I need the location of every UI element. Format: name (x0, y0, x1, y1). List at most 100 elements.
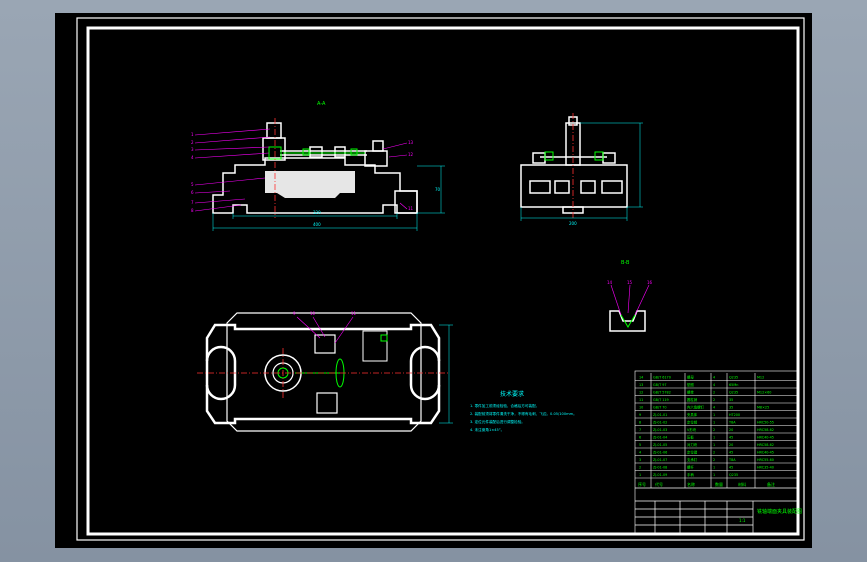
title-block (635, 487, 798, 534)
bom-cell-note: HRC55-60 (757, 458, 774, 462)
bom-cell-note: HRC58-62 (757, 428, 774, 432)
bom-seq: 1 (639, 473, 641, 477)
bom-cell-name: 支承钉 (687, 457, 698, 462)
svg-text:2: 2 (191, 140, 194, 145)
svg-text:6: 6 (191, 190, 194, 195)
svg-text:序号: 序号 (638, 481, 646, 487)
bom-cell-mat: 35 (729, 406, 733, 410)
side-view-dimensions (520, 122, 643, 221)
bom-cell-name: 对刀块 (687, 442, 698, 447)
bom-cell-code: ZJ-01-09 (653, 473, 667, 477)
svg-text:8: 8 (191, 208, 194, 213)
bom-cell-qty: 1 (713, 413, 715, 417)
bom-cell-mat: Q235 (729, 376, 738, 380)
bom-seq: 12 (639, 391, 643, 395)
bom-seq: 7 (639, 428, 641, 432)
tech-req-line: 3. 定位元件装配后进行调整检验。 (470, 419, 525, 424)
bom-cell-qty: 4 (713, 383, 715, 387)
bom-cell-note: HRC50-55 (757, 421, 774, 425)
bom-seq: 4 (639, 451, 641, 455)
bom-cell-name: 螺栓 (687, 390, 694, 395)
bom-cell-note: HRC40-45 (757, 451, 774, 455)
bom-cell-qty: 1 (713, 436, 715, 440)
svg-text:5: 5 (191, 182, 194, 187)
top-view-centerlines (197, 348, 450, 398)
bom-cell-mat: 35 (729, 398, 733, 402)
tech-req-line: 4. 未注倒角1×45°。 (470, 427, 504, 432)
detail-b-leaders (610, 284, 650, 316)
bom-cell-code: ZJ-01-04 (653, 436, 667, 440)
bom-cell-name: 螺母 (687, 375, 694, 380)
bom-cell-code: GB/T 6170 (653, 376, 671, 380)
bom-cell-qty: 4 (713, 376, 715, 380)
svg-text:14: 14 (607, 280, 613, 285)
bom-cell-code: GB/T 119 (653, 398, 669, 402)
bom-seq: 8 (639, 421, 641, 425)
bom-cell-name: 夹具体 (687, 412, 698, 417)
bom-cell-qty: 2 (713, 428, 715, 432)
bom-cell-code: ZJ-01-02 (653, 421, 667, 425)
bom-cell-mat: 65Mn (729, 383, 738, 387)
dim-width-side: 200 (569, 221, 577, 226)
bom-cell-qty: 1 (713, 473, 715, 477)
bom-cell-note: HRC40-45 (757, 436, 774, 440)
svg-text:16: 16 (647, 280, 653, 285)
cad-viewport[interactable]: A-A (55, 13, 812, 548)
side-view (520, 116, 628, 214)
bom-cell-note: M12 (757, 376, 764, 380)
bom-cell-qty: 1 (713, 466, 715, 470)
front-view-leaders (194, 128, 408, 212)
bom-cell-code: GB/T 97 (653, 383, 667, 387)
svg-text:1: 1 (191, 132, 194, 137)
bom-cell-code: ZJ-01-08 (653, 466, 667, 470)
bom-cell-code: GB/T 70 (653, 406, 667, 410)
svg-text:11: 11 (408, 206, 414, 211)
bom-seq: 13 (639, 383, 643, 387)
bom-cell-mat: 45 (729, 451, 733, 455)
tech-req-line: 1. 零件加工前须经检验，合格后方可装配。 (470, 403, 539, 408)
bom-seq: 10 (639, 406, 643, 410)
inner-frame (86, 26, 800, 536)
view-label-a: A-A (317, 101, 326, 107)
dim-height-right: 70 (435, 187, 441, 192)
svg-text:7: 7 (191, 200, 194, 205)
technical-requirements: 技术要求 1. 零件加工前须经检验，合格后方可装配。 2. 装配前须将零件清洗干… (470, 390, 577, 432)
tech-req-title: 技术要求 (500, 390, 524, 398)
bom-cell-mat: Q235 (729, 473, 738, 477)
bom-cell-mat: Q235 (729, 391, 738, 395)
tech-req-line: 2. 装配前须将零件清洗干净，不得有毛刺、飞边。0.05/100mm。 (470, 411, 577, 416)
bom-cell-name: V形块 (687, 427, 697, 432)
svg-text:10: 10 (310, 311, 316, 316)
bom-cell-name: 压板 (687, 435, 694, 440)
svg-text:4: 4 (191, 155, 194, 160)
bom-seq: 11 (639, 398, 643, 402)
bom-cell-note: M8×25 (757, 406, 769, 410)
svg-text:3: 3 (191, 147, 194, 152)
view-label-b: B-B (621, 260, 630, 266)
bom-cell-qty: 4 (713, 406, 715, 410)
drawing-scale: 1:1 (739, 518, 746, 523)
bom-cell-mat: T8A (728, 458, 736, 462)
bom-cell-mat: 45 (729, 436, 733, 440)
bom-cell-mat: 20 (729, 428, 733, 432)
svg-text:12: 12 (408, 152, 414, 157)
bom-cell-qty: 1 (713, 443, 715, 447)
bom-cell-code: ZJ-01-07 (653, 458, 667, 462)
bom-seq: 9 (639, 413, 641, 417)
bom-seq: 5 (639, 443, 641, 447)
bom-cell-code: ZJ-01-05 (653, 443, 667, 447)
bom-cell-qty: 2 (713, 398, 715, 402)
bom-cell-qty: 2 (713, 458, 715, 462)
svg-text:13: 13 (408, 140, 414, 145)
svg-text:名称: 名称 (687, 481, 695, 487)
svg-text:代号: 代号 (655, 481, 663, 487)
svg-text:数量: 数量 (715, 481, 723, 487)
detail-b-view (609, 310, 646, 332)
bom-cell-note: HRC58-62 (757, 443, 774, 447)
dim-length-inner: 320 (313, 210, 321, 215)
bom-cell-name: 定位销 (687, 420, 698, 425)
bom-cell-qty: 2 (713, 451, 715, 455)
bom-cell-name: 螺杆 (687, 465, 694, 470)
bom-cell-note: M12×60 (757, 391, 771, 395)
